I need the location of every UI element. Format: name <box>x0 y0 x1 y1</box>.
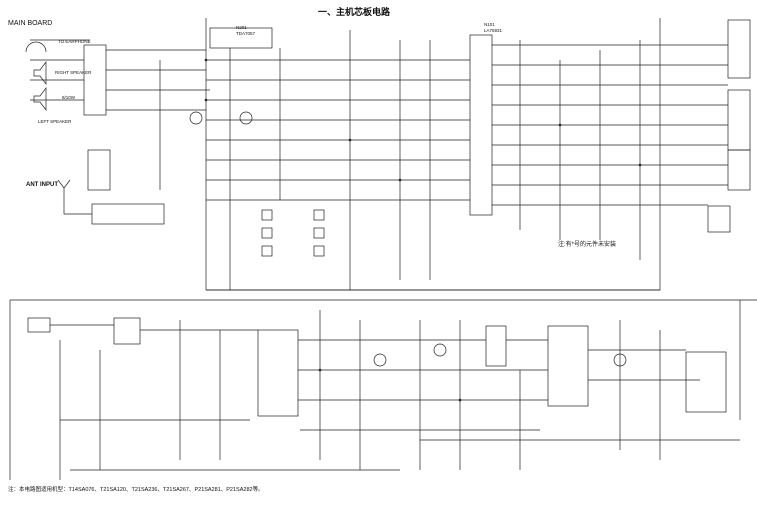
bridge-rectifier <box>113 317 141 345</box>
tuner-block <box>91 203 165 225</box>
earphone-symbol <box>25 41 47 53</box>
antenna-symbol <box>57 179 92 215</box>
upper-board-frame <box>205 18 661 291</box>
right-speaker-label: RIGHT SPEAKER <box>55 70 92 75</box>
eeprom-ic <box>707 205 731 233</box>
main-board-label: MAIN BOARD <box>8 20 53 27</box>
earphone-label: TO EARPHONE <box>58 39 91 44</box>
main-ic-part: LA76931 <box>484 28 503 33</box>
fuse-block <box>27 317 51 333</box>
applicable-models-note: 注：本电路图适用机型：T14SA076、T21SA120、T21SA236、T2… <box>8 487 264 493</box>
vertical-ic <box>485 325 507 367</box>
ant-input-label: ANT INPUT <box>26 182 58 188</box>
right-connector-top <box>727 19 751 79</box>
crt-socket <box>685 351 727 413</box>
switching-transformer <box>257 329 299 417</box>
main-ic-n101 <box>469 34 493 216</box>
speaker-right-symbol <box>33 60 47 86</box>
left-speaker-label: LEFT SPEAKER <box>38 119 72 124</box>
right-connector-low <box>727 149 751 191</box>
uninstalled-note: 注:有*号的元件未安装 <box>558 242 617 248</box>
main-ic-ref: N101 <box>484 22 495 27</box>
av-connector <box>87 149 111 191</box>
diagram-title: 一、主机芯板电路 <box>318 7 391 17</box>
audio-ic-part: TDA7057 <box>236 31 256 36</box>
speaker-connector <box>83 44 107 116</box>
right-connector-mid <box>727 89 751 151</box>
speaker-left-symbol <box>33 86 47 112</box>
audio-ic-ref: N201 <box>236 25 247 30</box>
audio-ic-n201 <box>209 27 273 49</box>
power-rating-label: 8/10W <box>62 95 76 100</box>
flyback-transformer <box>547 325 589 407</box>
